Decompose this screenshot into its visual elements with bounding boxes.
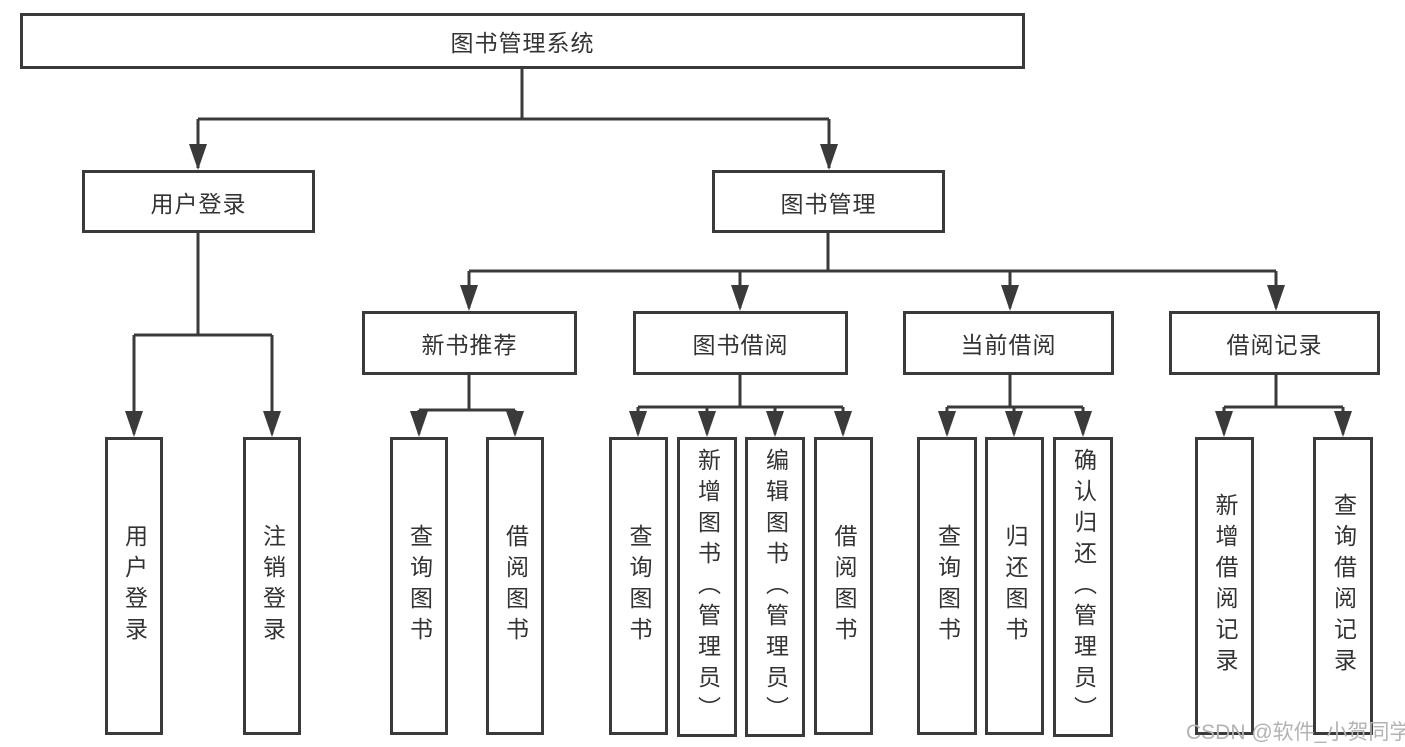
leaf-add-books-admin: 新增图书（管理员）: [677, 437, 737, 737]
leaf-borrowing-query-books-label: 查询图书: [626, 524, 652, 648]
leaf-confirm-return-admin: 确认归还（管理员）: [1053, 437, 1113, 737]
node-book-borrowing-label: 图书借阅: [692, 332, 789, 358]
arrowhead: [731, 285, 749, 311]
arrowhead: [410, 411, 428, 437]
node-root: 图书管理系统: [20, 13, 1025, 69]
leaf-newbook-borrow-books-label: 借阅图书: [502, 524, 529, 648]
node-root-label: 图书管理系统: [450, 30, 595, 56]
csdn-watermark: CSDN @软件_小贺同学: [1186, 721, 1405, 744]
leaf-logout-label: 注销登录: [259, 524, 286, 648]
arrowhead: [834, 411, 852, 437]
leaf-newbook-query-books: 查询图书: [390, 437, 448, 735]
leaf-user-login: 用户登录: [105, 437, 163, 735]
arrowhead: [1334, 411, 1352, 437]
leaf-query-borrow-record-label: 查询借阅记录: [1330, 493, 1357, 679]
node-current-borrowing-label: 当前借阅: [960, 332, 1057, 358]
leaf-current-query-books: 查询图书: [917, 437, 977, 735]
arrowhead: [1005, 411, 1023, 437]
arrowhead: [766, 411, 784, 437]
connector-user-login-to-children: [132, 233, 274, 434]
arrowhead: [698, 411, 716, 437]
leaf-borrowing-borrow-books-label: 借阅图书: [831, 524, 857, 648]
node-user-login: 用户登录: [82, 170, 315, 233]
arrowhead: [506, 411, 524, 437]
node-borrowing-records: 借阅记录: [1169, 311, 1380, 375]
connector-book-borrow-to-children: [636, 375, 845, 434]
leaf-add-borrow-record-label: 新增借阅记录: [1212, 493, 1238, 679]
arrowhead: [820, 144, 838, 170]
leaf-add-borrow-record: 新增借阅记录: [1195, 437, 1254, 735]
connector-borrow-records-to-children: [1222, 375, 1345, 434]
leaf-newbook-query-books-label: 查询图书: [406, 524, 433, 648]
node-user-login-label: 用户登录: [150, 190, 247, 217]
node-borrowing-records-label: 借阅记录: [1226, 332, 1323, 358]
arrowhead: [263, 411, 281, 437]
leaf-confirm-return-admin-label: 确认归还（管理员）: [1070, 447, 1097, 727]
leaf-edit-books-admin-label: 编辑图书（管理员）: [762, 447, 789, 727]
node-book-management-label: 图书管理: [780, 190, 877, 217]
arrowhead: [1215, 411, 1233, 437]
leaf-borrowing-borrow-books: 借阅图书: [814, 437, 873, 735]
leaf-borrowing-query-books: 查询图书: [609, 437, 668, 735]
leaf-return-books-label: 归还图书: [1002, 524, 1028, 648]
arrowhead: [460, 285, 478, 311]
arrowhead: [629, 411, 647, 437]
leaf-current-query-books-label: 查询图书: [934, 524, 961, 648]
leaf-edit-books-admin: 编辑图书（管理员）: [745, 437, 805, 737]
connector-root-to-level2: [196, 69, 831, 168]
arrowhead: [189, 144, 207, 170]
connector-new-book-to-children: [417, 375, 517, 434]
leaf-newbook-borrow-books: 借阅图书: [486, 437, 544, 735]
arrowhead: [938, 411, 956, 437]
node-new-book-recommend-label: 新书推荐: [421, 332, 518, 358]
arrowhead: [1074, 411, 1092, 437]
node-book-borrowing: 图书借阅: [633, 311, 848, 375]
arrowhead: [125, 411, 143, 437]
leaf-query-borrow-record: 查询借阅记录: [1313, 437, 1373, 735]
leaf-logout: 注销登录: [243, 437, 301, 735]
node-current-borrowing: 当前借阅: [903, 311, 1114, 375]
arrowhead: [1001, 285, 1019, 311]
leaf-add-books-admin-label: 新增图书（管理员）: [694, 447, 721, 727]
node-new-book-recommend: 新书推荐: [362, 311, 577, 375]
connector-current-borrow-to-children: [945, 375, 1085, 434]
arrowhead: [1267, 285, 1285, 311]
leaf-user-login-label: 用户登录: [121, 524, 148, 648]
connector-book-mgmt-to-level3: [467, 233, 1278, 308]
node-book-management: 图书管理: [712, 170, 945, 233]
leaf-return-books: 归还图书: [985, 437, 1044, 735]
